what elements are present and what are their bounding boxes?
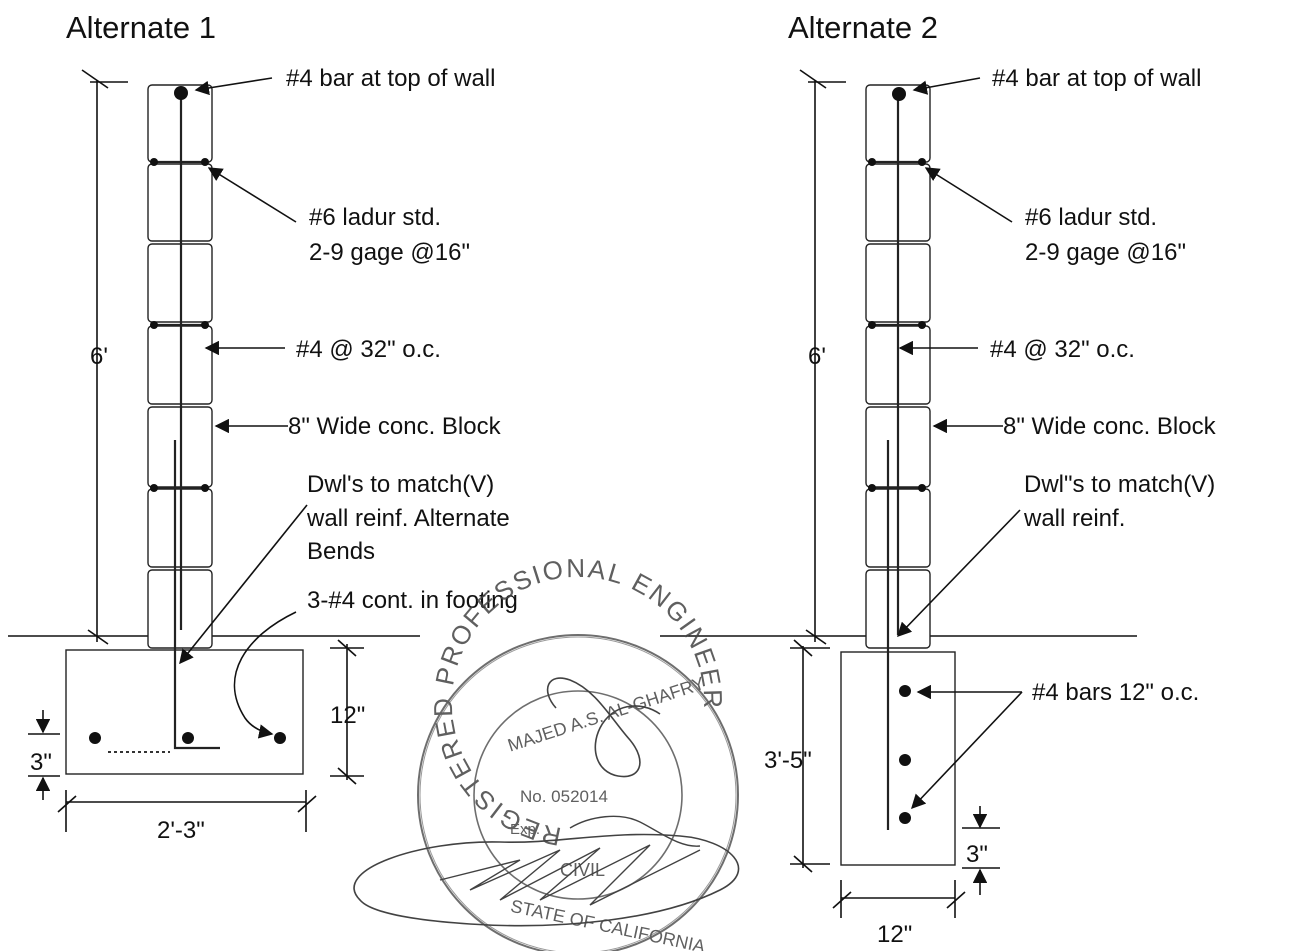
footing-width-label-2: 12" bbox=[877, 921, 912, 948]
callout-vertical-bars-2: #4 @ 32" o.c. bbox=[990, 336, 1135, 363]
dim-cover-2: 3" bbox=[962, 806, 1000, 895]
callout-footing-bars: 3-#4 cont. in footing bbox=[307, 587, 518, 614]
dim-footing-depth: 12" bbox=[330, 639, 365, 785]
wall-height-label-2: 6' bbox=[808, 343, 826, 370]
dim-footing-width-2: 12" bbox=[832, 880, 966, 948]
callout-ladur-2-1: #6 ladur std. bbox=[1025, 204, 1157, 231]
alternate-1-title: Alternate 1 bbox=[66, 10, 216, 45]
alternate-2-title: Alternate 2 bbox=[788, 10, 938, 45]
footing-2 bbox=[840, 651, 956, 866]
dowel-bar bbox=[173, 440, 220, 750]
joint-reinforcement bbox=[150, 158, 209, 492]
callout-ladur-2: 2-9 gage @16" bbox=[309, 239, 470, 266]
wall-height-label: 6' bbox=[90, 343, 108, 370]
footing-1 bbox=[65, 649, 304, 775]
callout-dowels-3: Bends bbox=[307, 538, 375, 565]
seal-outer-ring bbox=[417, 634, 739, 951]
seal-ring-text: REGISTERED PROFESSIONAL ENGINEER bbox=[428, 553, 728, 852]
callout-dowels-2-1: Dwl"s to match(V) bbox=[1024, 471, 1215, 498]
signature-loop bbox=[546, 677, 661, 778]
seal-state: STATE OF CALIFORNIA bbox=[509, 896, 707, 951]
footing-2-bar-1 bbox=[899, 685, 911, 697]
cover-label: 3" bbox=[30, 749, 52, 776]
dim-wall-height-2: 6' bbox=[799, 69, 846, 645]
dim-footing-depth-2: 3'-5" bbox=[764, 639, 830, 873]
seal-expiry-label: Exp. bbox=[510, 821, 540, 838]
callout-top-bar: #4 bar at top of wall bbox=[286, 65, 495, 92]
alternate-1-detail: Alternate 1 bbox=[8, 10, 518, 844]
callout-block: 8" Wide conc. Block bbox=[288, 413, 502, 440]
signature-strokes bbox=[439, 844, 701, 906]
footing-depth-label-2: 3'-5" bbox=[764, 747, 812, 774]
top-bar-dot bbox=[174, 86, 188, 100]
footing-2-bar-2 bbox=[899, 754, 911, 766]
footing-bar-3 bbox=[274, 732, 286, 744]
seal-name: MAJED A.S. AL-GHAFRY bbox=[505, 673, 707, 756]
callout-ladur-1: #6 ladur std. bbox=[309, 204, 441, 231]
alternate-2-detail: Alternate 2 6' bbox=[660, 10, 1217, 948]
signature-oval bbox=[353, 833, 740, 927]
callout-dowels-2-2: wall reinf. bbox=[1023, 505, 1125, 532]
footing-width-label: 2'-3" bbox=[157, 817, 205, 844]
footing-2-bar-3 bbox=[899, 812, 911, 824]
dim-wall-height: 6' bbox=[81, 69, 128, 645]
dim-footing-width: 2'-3" bbox=[57, 790, 317, 844]
dim-cover: 3" bbox=[28, 710, 60, 800]
seal-inner-ring bbox=[473, 690, 683, 900]
callout-ladur-2-2: 2-9 gage @16" bbox=[1025, 239, 1186, 266]
footing-bar-2 bbox=[182, 732, 194, 744]
cover-label-2: 3" bbox=[966, 841, 988, 868]
top-bar-dot-2 bbox=[892, 87, 906, 101]
callout-dowels-2: wall reinf. Alternate bbox=[306, 505, 510, 532]
seal-discipline: CIVIL bbox=[560, 860, 605, 880]
footing-depth-label: 12" bbox=[330, 702, 365, 729]
callout-footing-bars-2: #4 bars 12" o.c. bbox=[1032, 679, 1199, 706]
callout-dowels-1: Dwl's to match(V) bbox=[307, 471, 494, 498]
footing-bar-1 bbox=[89, 732, 101, 744]
callout-vertical-bars: #4 @ 32" o.c. bbox=[296, 336, 441, 363]
callout-block-2: 8" Wide conc. Block bbox=[1003, 413, 1217, 440]
callout-top-bar-2: #4 bar at top of wall bbox=[992, 65, 1201, 92]
seal-number: No. 052014 bbox=[520, 787, 608, 806]
